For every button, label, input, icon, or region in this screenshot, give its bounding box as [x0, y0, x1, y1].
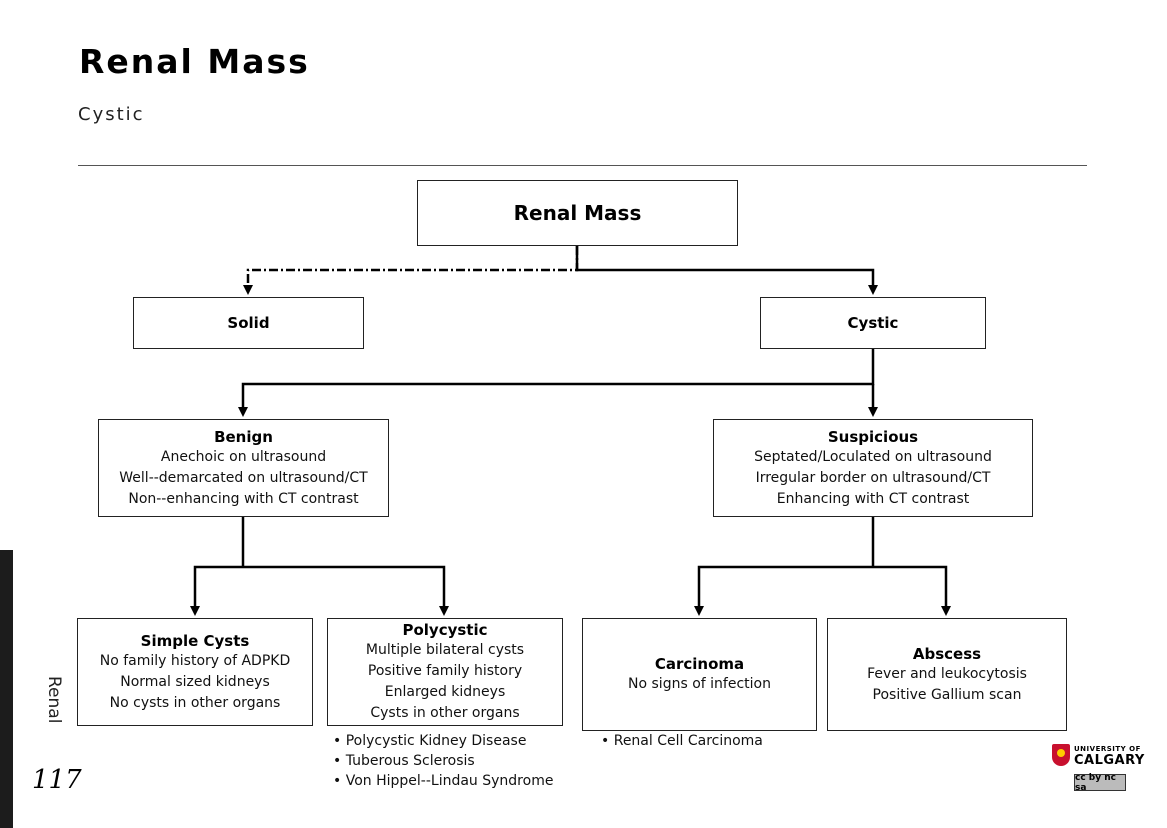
- node-polycystic-line: Multiple bilateral cysts: [365, 642, 525, 658]
- shield-icon: [1052, 744, 1070, 766]
- node-polycystic-label: Polycystic: [402, 621, 488, 639]
- page-subtitle: Cystic: [78, 104, 145, 125]
- node-renal-mass: Renal Mass: [417, 180, 738, 246]
- node-benign-line: Non--enhancing with CT contrast: [128, 490, 359, 507]
- node-suspicious-line: Irregular border on ultrasound/CT: [755, 469, 991, 486]
- node-simple-cysts-line: No cysts in other organs: [109, 694, 281, 711]
- connector-cystic-benign: [238, 349, 875, 417]
- node-carcinoma: Carcinoma No signs of infection: [582, 618, 817, 731]
- connector-suspicious-abscess: [873, 565, 951, 616]
- logo-line1: UNIVERSITY OF: [1074, 745, 1141, 753]
- node-benign-line: Anechoic on ultrasound: [160, 448, 327, 465]
- node-carcinoma-line: No signs of infection: [628, 676, 771, 692]
- node-renal-mass-label: Renal Mass: [513, 201, 642, 225]
- node-polycystic-line: Positive family history: [367, 663, 523, 679]
- node-carcinoma-label: Carcinoma: [654, 655, 745, 673]
- header-divider: [78, 165, 1087, 166]
- node-suspicious-line: Enhancing with CT contrast: [776, 490, 970, 507]
- node-solid: Solid: [133, 297, 364, 349]
- connector-benign-simple: [190, 565, 243, 616]
- section-sidebar-bar: [0, 550, 13, 828]
- node-solid-label: Solid: [227, 314, 270, 332]
- node-simple-cysts-line: No family history of ADPKD: [99, 652, 291, 669]
- connector-root-cystic: [575, 246, 878, 295]
- node-suspicious-line: Septated/Loculated on ultrasound: [754, 448, 992, 465]
- node-benign-label: Benign: [214, 427, 273, 446]
- page-number: 117: [32, 765, 82, 795]
- node-polycystic: Polycystic Multiple bilateral cysts Posi…: [327, 618, 563, 726]
- polycystic-note-item: Polycystic Kidney Disease: [333, 731, 553, 751]
- carcinoma-notes: Renal Cell Carcinoma: [601, 731, 763, 751]
- section-label: Renal: [44, 676, 64, 724]
- node-abscess-line: Positive Gallium scan: [872, 686, 1022, 703]
- node-simple-cysts: Simple Cysts No family history of ADPKD …: [77, 618, 313, 726]
- carcinoma-note-item: Renal Cell Carcinoma: [601, 731, 763, 751]
- polycystic-note-item: Von Hippel--Lindau Syndrome: [333, 771, 554, 791]
- node-cystic-label: Cystic: [847, 314, 899, 332]
- logo-line2: CALGARY: [1074, 753, 1145, 768]
- page-title: Renal Mass: [79, 42, 310, 81]
- node-polycystic-line: Enlarged kidneys: [384, 684, 506, 700]
- connector-suspicious-carcinoma: [694, 565, 873, 616]
- university-logo: UNIVERSITY OF CALGARY cc by nc sa: [1052, 744, 1145, 793]
- node-suspicious-label: Suspicious: [827, 427, 919, 446]
- node-benign-line: Well--demarcated on ultrasound/CT: [119, 469, 368, 486]
- node-cystic: Cystic: [760, 297, 986, 349]
- connector-root-solid: [243, 246, 579, 295]
- license-badge: cc by nc sa: [1074, 773, 1126, 793]
- node-abscess-label: Abscess: [912, 644, 982, 663]
- node-simple-cysts-line: Normal sized kidneys: [120, 673, 270, 690]
- node-simple-cysts-label: Simple Cysts: [140, 631, 250, 650]
- node-suspicious: Suspicious Septated/Loculated on ultraso…: [713, 419, 1033, 517]
- node-abscess: Abscess Fever and leukocytosis Positive …: [827, 618, 1067, 731]
- connector-benign-polycystic: [243, 565, 449, 616]
- node-benign: Benign Anechoic on ultrasound Well--dema…: [98, 419, 389, 517]
- polycystic-notes: Polycystic Kidney Disease Tuberous Scler…: [333, 731, 554, 791]
- node-abscess-line: Fever and leukocytosis: [867, 665, 1027, 682]
- node-polycystic-line: Cysts in other organs: [370, 705, 520, 721]
- polycystic-note-item: Tuberous Sclerosis: [333, 751, 553, 771]
